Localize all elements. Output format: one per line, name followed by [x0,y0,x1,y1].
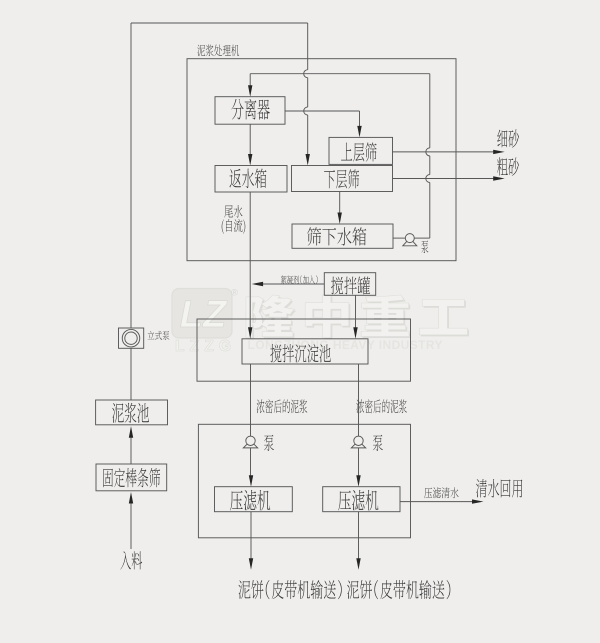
label-vertical-pump [147,330,170,340]
node-upper-screen [328,136,393,165]
node-return-water-tank [214,165,288,193]
line-hop-feed-2 [303,106,308,116]
label-pump-left [263,434,274,451]
line-hop-riser-1 [425,147,430,157]
label-fixed-bar-screen [103,467,160,488]
label-pump-top [421,240,429,254]
node-sedimentation-outer [196,318,411,382]
label-filter-press-2 [338,489,379,511]
label-thickened-mud-left [256,399,308,414]
arrowhead-cake2-out [356,558,361,570]
arrowhead-into-press1 [248,475,254,487]
arrowhead-coarse-sand-out [493,176,505,181]
line-hop-feed-1 [303,69,308,79]
pump-symbol-press-left [242,435,259,449]
arrowhead-into-lower-screen [305,154,310,166]
arrowhead-flocculant-in [251,281,264,287]
arrowhead-clean-water-out [472,499,484,504]
label-under-screen-tank [307,227,367,246]
arrowhead-into-mud-pool [128,426,134,438]
watermark-logo-tile [171,287,233,339]
node-press-section [197,423,411,539]
watermark-brand-en: LONGZHONG HEAVY INDUSTRY [248,338,443,352]
label-filter-clean-water [424,487,459,499]
node-sedimentation-inner [241,338,369,365]
arrowhead-into-bar-screen [128,492,134,504]
label-flocculant [280,275,318,284]
watermark-brand-cn [245,294,470,340]
arrowhead-fine-sand-out [493,149,505,155]
watermark: LZ ® LZZG LONGZHONG HEAVY INDUSTRY [171,287,470,355]
label-pump-right [372,434,383,451]
pump-symbol-press-right [350,435,367,449]
pump-symbol-vertical [118,327,145,349]
pump-symbol-under-tank [401,233,418,247]
arrowhead-into-separator [248,85,253,97]
label-mixing-tank [331,276,371,295]
label-tail-water-1 [224,204,243,218]
label-clean-water-reuse [475,478,523,498]
label-return-water-tank [229,168,267,189]
label-plant-boundary [197,44,240,57]
watermark-brand-abbr: LZZG [175,338,236,355]
arrowhead-into-under-tank [337,212,342,224]
label-upper-screen [341,142,377,162]
node-mixing-tank [323,272,377,296]
node-filter-press-2 [322,486,401,513]
node-filter-press-1 [214,486,293,513]
node-fixed-bar-screen [95,463,168,492]
node-lower-screen [291,165,393,192]
arrowhead-into-press2 [356,475,361,487]
arrowhead-into-upper-screen [357,125,362,138]
arrowhead-tank-into-pool [353,327,358,339]
label-separator [231,98,270,120]
label-fine-sand [497,129,519,148]
watermark-registered-icon: ® [231,288,238,299]
node-plant-boundary [186,58,457,262]
label-mud-pool [112,402,149,424]
node-under-screen-tank [291,223,394,249]
label-thickened-mud-right [356,399,407,414]
node-mud-pool [95,399,168,426]
label-feed [120,551,143,570]
label-coarse-sand [497,157,519,176]
label-tail-water-2 [221,218,246,234]
label-sedimentation-pool [270,344,331,363]
line-hop-riser-2 [425,174,430,183]
label-mud-cake-left [238,580,342,600]
arrowhead-cake1-out [248,558,254,570]
label-filter-press-1 [230,489,271,511]
node-separator [214,96,286,125]
arrowhead-into-return-tank [248,154,253,166]
label-mud-cake-right [347,580,451,600]
watermark-logo-letters: LZ [180,294,228,336]
label-lower-screen [324,169,359,189]
arrowhead-tailwater-into-pool [248,327,253,339]
